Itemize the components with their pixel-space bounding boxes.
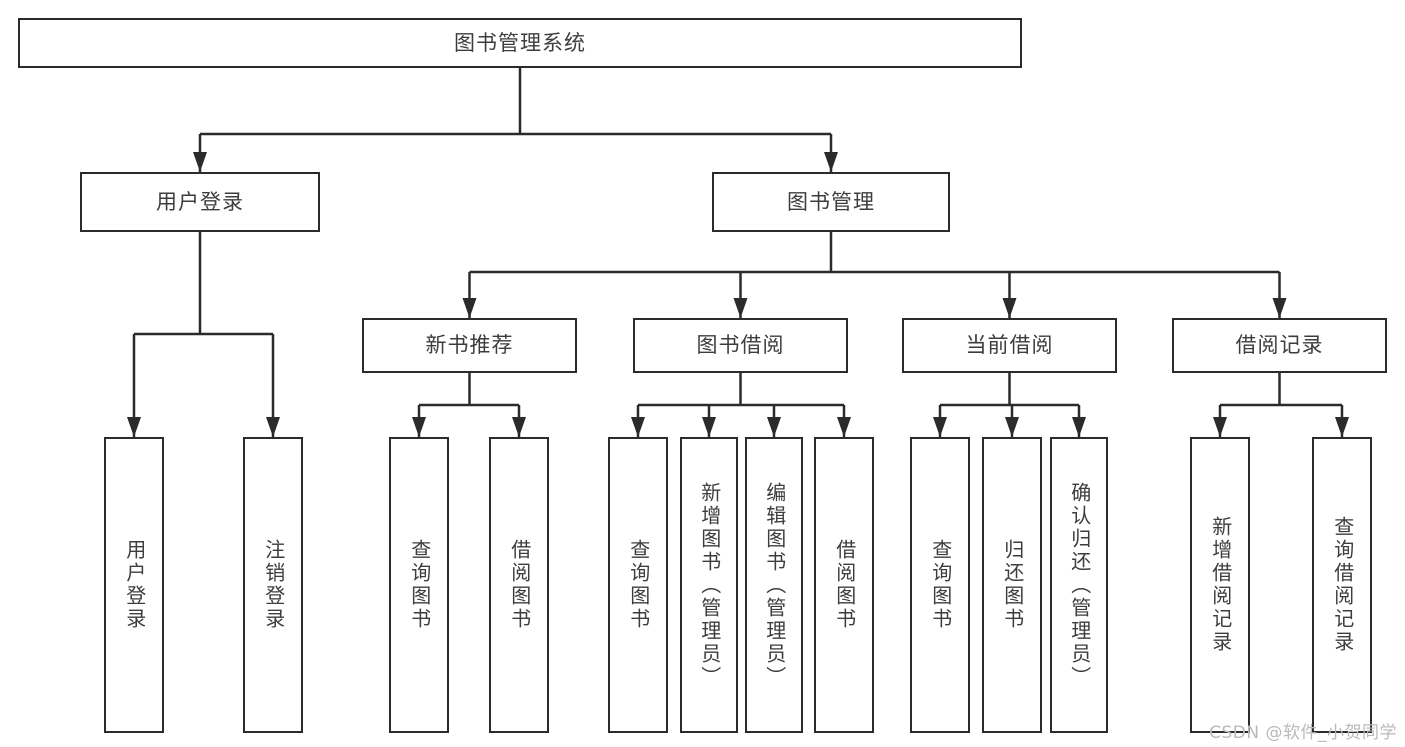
node-label: 注销登录 (261, 539, 286, 631)
node-r_add[interactable]: 新增借阅记录 (1190, 437, 1250, 733)
node-c_query[interactable]: 查询图书 (910, 437, 970, 733)
edge-arrowhead-icon (412, 417, 426, 437)
edge-arrowhead-icon (1005, 417, 1019, 437)
edge-arrowhead-icon (702, 417, 716, 437)
node-b_borrow[interactable]: 借阅图书 (814, 437, 874, 733)
node-login[interactable]: 用户登录 (80, 172, 320, 232)
node-label: 新增图书（管理员） (697, 481, 722, 689)
edge-arrowhead-icon (631, 417, 645, 437)
node-r_query[interactable]: 查询借阅记录 (1312, 437, 1372, 733)
node-label: 查询图书 (928, 539, 953, 631)
node-b_add[interactable]: 新增图书（管理员） (680, 437, 738, 733)
node-b_edit[interactable]: 编辑图书（管理员） (745, 437, 803, 733)
node-label: 确认归还（管理员） (1067, 481, 1092, 689)
edge-arrowhead-icon (933, 417, 947, 437)
node-bookmgmt[interactable]: 图书管理 (712, 172, 950, 232)
node-l_logout[interactable]: 注销登录 (243, 437, 303, 733)
watermark: CSDN @软件_小贺同学 (1209, 723, 1397, 743)
node-c_return[interactable]: 归还图书 (982, 437, 1042, 733)
node-label: 借阅记录 (1235, 333, 1324, 358)
edge-arrowhead-icon (837, 417, 851, 437)
node-newbook[interactable]: 新书推荐 (362, 318, 577, 373)
edge-arrowhead-icon (733, 298, 748, 318)
node-borrow[interactable]: 图书借阅 (633, 318, 848, 373)
node-label: 当前借阅 (965, 333, 1054, 358)
node-record[interactable]: 借阅记录 (1172, 318, 1387, 373)
edge-arrowhead-icon (266, 417, 280, 437)
edge-arrowhead-icon (767, 417, 781, 437)
node-b_query[interactable]: 查询图书 (608, 437, 668, 733)
node-label: 用户登录 (156, 189, 244, 214)
edge-arrowhead-icon (1335, 417, 1349, 437)
node-c_confirm[interactable]: 确认归还（管理员） (1050, 437, 1108, 733)
edge-arrowhead-icon (1002, 298, 1017, 318)
node-n_query[interactable]: 查询图书 (389, 437, 449, 733)
node-label: 归还图书 (1000, 539, 1025, 631)
edge-arrowhead-icon (512, 417, 526, 437)
node-current[interactable]: 当前借阅 (902, 318, 1117, 373)
node-label: 图书管理 (787, 189, 875, 214)
edge-arrowhead-icon (1272, 298, 1287, 318)
node-label: 用户登录 (122, 539, 147, 631)
edge-arrowhead-icon (127, 417, 141, 437)
node-l_login[interactable]: 用户登录 (104, 437, 164, 733)
node-n_borrow[interactable]: 借阅图书 (489, 437, 549, 733)
node-label: 查询借阅记录 (1330, 516, 1355, 654)
node-label: 查询图书 (407, 539, 432, 631)
node-label: 图书管理系统 (454, 30, 586, 55)
edge-arrowhead-icon (1213, 417, 1227, 437)
node-label: 借阅图书 (507, 539, 532, 631)
edge-arrowhead-icon (462, 298, 477, 318)
node-label: 新增借阅记录 (1208, 516, 1233, 654)
edge-arrowhead-icon (1072, 417, 1086, 437)
node-label: 借阅图书 (832, 539, 857, 631)
edge-arrowhead-icon (824, 152, 838, 172)
node-label: 编辑图书（管理员） (762, 481, 787, 689)
node-label: 查询图书 (626, 539, 651, 631)
node-label: 新书推荐 (425, 333, 514, 358)
edge-arrowhead-icon (193, 152, 207, 172)
node-root[interactable]: 图书管理系统 (18, 18, 1022, 68)
node-label: 图书借阅 (696, 333, 785, 358)
